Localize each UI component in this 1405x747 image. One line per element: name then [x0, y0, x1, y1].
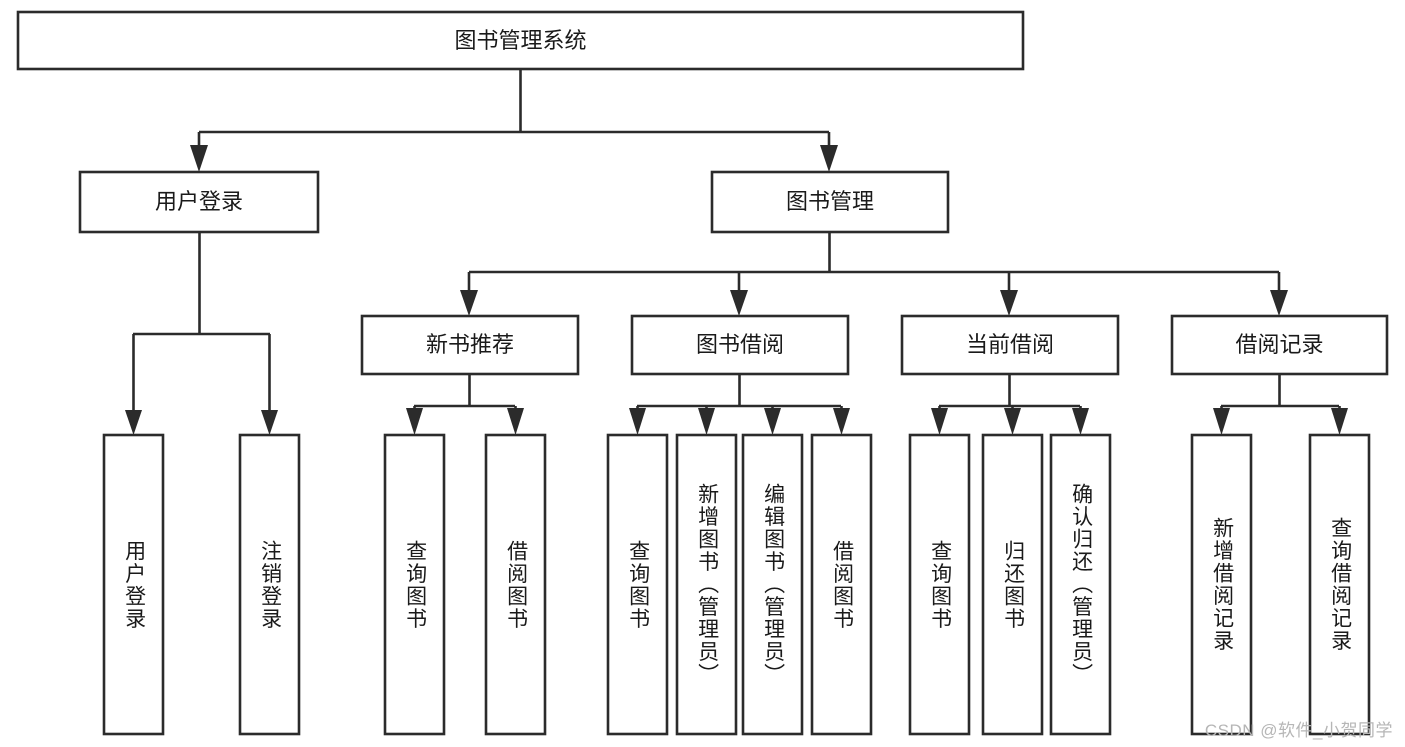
- leaf-boxes: [102, 433, 1371, 736]
- arrow-head-leaf-borrow-book: [833, 408, 850, 435]
- leaf-logout-box[interactable]: [238, 433, 301, 736]
- leaf-edit-book-box[interactable]: [741, 433, 804, 736]
- node-root-label: 图书管理系统: [454, 28, 586, 53]
- connector-group-borrow-record: [1213, 374, 1348, 435]
- connector-group-user-login: [125, 232, 278, 435]
- arrow-head-leaf-query-record: [1331, 408, 1348, 435]
- leaf-borrow-book-box[interactable]: [810, 433, 873, 736]
- arrow-head-leaf-edit-book: [764, 408, 781, 435]
- leaf-add-book-box[interactable]: [675, 433, 738, 736]
- connector-group-new-book-rec: [406, 374, 524, 435]
- node-root-box[interactable]: [16, 10, 1025, 71]
- node-new-book-rec-box[interactable]: [360, 314, 580, 376]
- node-book-manage[interactable]: 图书管理: [710, 170, 950, 234]
- arrow-head-leaf-add-record: [1213, 408, 1230, 435]
- leaf-add-record-box[interactable]: [1190, 433, 1253, 736]
- connector-group-root: [190, 69, 838, 172]
- node-borrow-record-box[interactable]: [1170, 314, 1389, 376]
- node-book-manage-box[interactable]: [710, 170, 950, 234]
- arrow-head-leaf-query-book-cur: [931, 408, 948, 435]
- leaf-return-book-box[interactable]: [981, 433, 1044, 736]
- leaf-query-record-box[interactable]: [1308, 433, 1371, 736]
- arrow-head-leaf-add-book: [698, 408, 715, 435]
- node-borrow-record[interactable]: 借阅记录: [1170, 314, 1389, 376]
- connector-group-book-manage: [460, 232, 1288, 316]
- connector-group-book-borrow: [629, 374, 850, 435]
- node-current-borrow-box[interactable]: [900, 314, 1120, 376]
- node-book-borrow[interactable]: 图书借阅: [630, 314, 850, 376]
- arrow-head-leaf-user-login: [125, 410, 142, 435]
- node-current-borrow[interactable]: 当前借阅: [900, 314, 1120, 376]
- arrow-head-leaf-borrow-book-rec: [507, 408, 524, 435]
- arrow-head-new-book-rec: [460, 290, 478, 316]
- node-root[interactable]: 图书管理系统: [16, 10, 1025, 71]
- node-book-borrow-label: 图书借阅: [696, 332, 784, 357]
- node-book-manage-label: 图书管理: [786, 189, 874, 214]
- arrow-head-book-manage: [820, 145, 838, 172]
- leaf-query-book-borrow-box[interactable]: [606, 433, 669, 736]
- leaf-query-book-rec-box[interactable]: [383, 433, 446, 736]
- arrow-head-leaf-query-book-borrow: [629, 408, 646, 435]
- csdn-watermark: CSDN @软件_小贺同学: [1204, 721, 1393, 740]
- arrow-head-book-borrow: [730, 290, 748, 316]
- leaf-user-login-box[interactable]: [102, 433, 165, 736]
- node-borrow-record-label: 借阅记录: [1235, 332, 1323, 357]
- arrow-head-leaf-logout: [261, 410, 278, 435]
- connector-group-current-borrow: [931, 374, 1089, 435]
- node-new-book-rec-label: 新书推荐: [426, 332, 514, 357]
- arrow-head-user-login: [190, 145, 208, 172]
- node-user-login[interactable]: 用户登录: [78, 170, 320, 234]
- leaf-query-book-cur-box[interactable]: [908, 433, 971, 736]
- arrow-head-current-borrow: [1000, 290, 1018, 316]
- node-new-book-rec[interactable]: 新书推荐: [360, 314, 580, 376]
- leaf-confirm-return-box[interactable]: [1049, 433, 1112, 736]
- leaf-borrow-book-rec-box[interactable]: [484, 433, 547, 736]
- node-user-login-box[interactable]: [78, 170, 320, 234]
- arrow-head-leaf-return-book: [1004, 408, 1021, 435]
- node-current-borrow-label: 当前借阅: [966, 332, 1054, 357]
- node-user-login-label: 用户登录: [155, 189, 243, 214]
- arrow-head-borrow-record: [1270, 290, 1288, 316]
- arrow-head-leaf-query-book-rec: [406, 408, 423, 435]
- node-book-borrow-box[interactable]: [630, 314, 850, 376]
- arrow-head-leaf-confirm-return: [1072, 408, 1089, 435]
